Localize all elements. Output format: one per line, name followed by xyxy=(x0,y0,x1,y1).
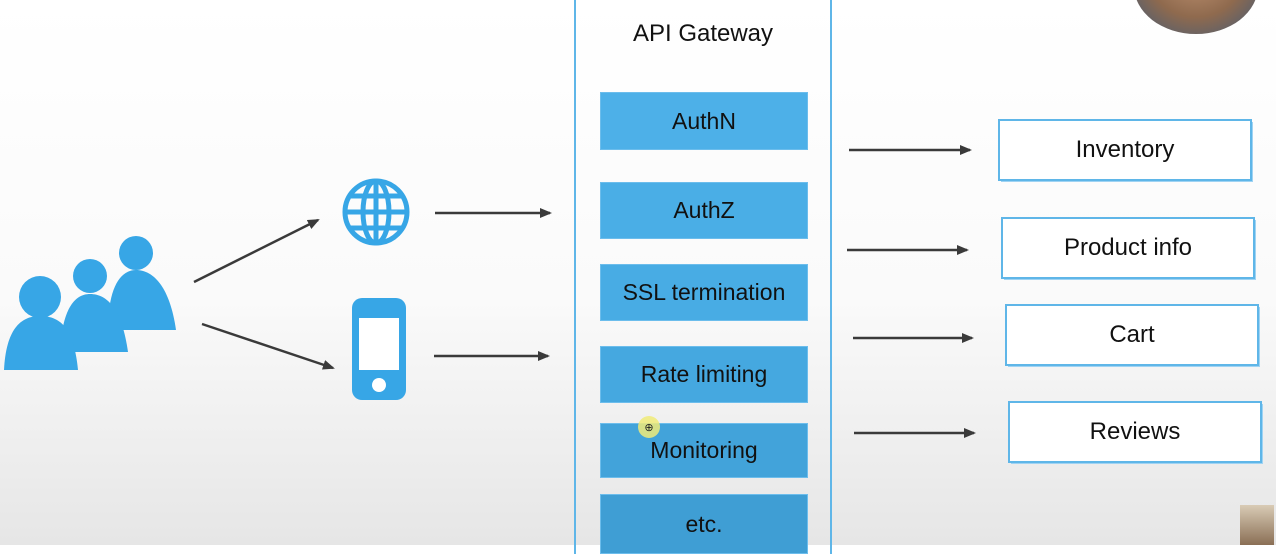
service-product-info: Product info xyxy=(1001,217,1255,279)
feature-rate-limiting: Rate limiting xyxy=(600,346,808,403)
users-icon xyxy=(4,236,176,370)
arrow-users-to-web xyxy=(193,218,320,284)
globe-icon xyxy=(342,178,410,246)
cursor-zoom-icon: ⊕ xyxy=(638,416,660,438)
mobile-phone-icon xyxy=(352,298,406,400)
feature-etc: etc. xyxy=(600,494,808,554)
arrow-users-to-mobile xyxy=(201,322,335,370)
api-gateway-title: API Gateway xyxy=(632,20,774,47)
service-reviews: Reviews xyxy=(1008,401,1262,463)
feature-ssl-termination: SSL termination xyxy=(600,264,808,321)
service-inventory: Inventory xyxy=(998,119,1252,181)
feature-authn: AuthN xyxy=(600,92,808,150)
service-cart: Cart xyxy=(1005,304,1259,366)
feature-monitoring: Monitoring xyxy=(600,423,808,478)
api-gateway-box xyxy=(574,0,832,554)
presenter-thumbnail xyxy=(1240,505,1274,545)
feature-authz: AuthZ xyxy=(600,182,808,239)
